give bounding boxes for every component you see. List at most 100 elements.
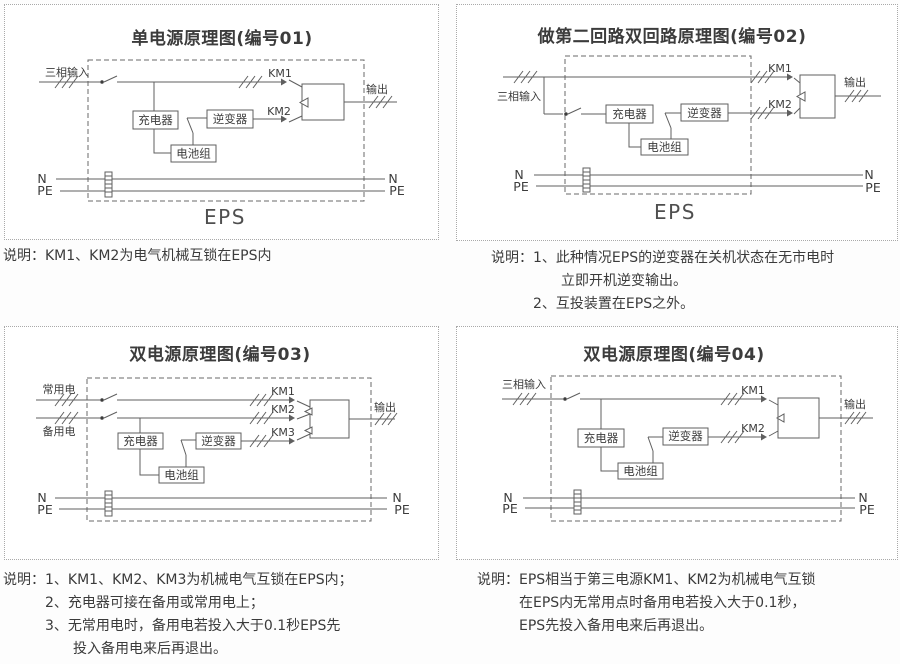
note-panel-03: 说明： 1、KM1、KM2、KM3为机械电气互锁在EPS内； 2、充电器可接在备… <box>3 569 353 661</box>
output-phase-mark <box>844 411 867 425</box>
panel-dual-loop-02: 做第二回路双回路原理图(编号02) 三相输入 充电器 电池组 逆变器 KM1 <box>456 4 898 241</box>
km2-phase-mark <box>249 411 274 425</box>
eps-label: EPS <box>204 205 246 229</box>
panel-title: 双电源原理图(编号03) <box>129 344 310 365</box>
note-line: 3、无常用电时，备用电若投入大于0.1秒EPS先 <box>45 618 341 634</box>
contactor-marker <box>795 91 806 102</box>
km2-arrow <box>281 115 287 123</box>
battery-switch-line <box>186 117 207 145</box>
charger-label: 充电器 <box>123 434 158 448</box>
km1-contact-blade <box>793 77 801 84</box>
note-prefix: 说明： <box>3 572 45 588</box>
note-line: EPS相当于第三电源KM1、KM2为机械电气互锁 <box>519 572 816 588</box>
n-label-left: N <box>37 490 46 505</box>
note-line: 在EPS内无常用点时备用电若投入大于0.1秒， <box>519 595 806 611</box>
circuit-diagram-02: 做第二回路双回路原理图(编号02) 三相输入 充电器 电池组 逆变器 KM1 <box>497 26 881 224</box>
contactor-marker <box>298 97 309 108</box>
eps-boundary-box <box>564 55 752 195</box>
km2-contact-blade <box>768 430 779 437</box>
backup-phase-mark <box>54 411 79 425</box>
inverter-label: 逆变器 <box>687 106 722 120</box>
n-label-right: N <box>392 490 401 505</box>
battery-box <box>617 462 664 480</box>
three-phase-mark <box>512 392 537 406</box>
circuit-diagram-01: 单电源原理图(编号01) 三相输入 KM1 充电器 电池组 逆变器 <box>37 28 405 229</box>
km1-arrow <box>761 395 767 403</box>
output-phase-mark <box>368 95 393 109</box>
km1-contact-blade <box>768 399 779 406</box>
inverter-label: 逆变器 <box>668 429 703 443</box>
km2-line <box>103 411 289 419</box>
n-label-left: N <box>503 490 512 505</box>
eps-boundary-box <box>550 375 842 522</box>
note-line: 1、KM1、KM2、KM3为机械电气互锁在EPS内； <box>45 572 353 588</box>
km2-arrow <box>787 109 793 117</box>
battery-box <box>640 138 689 156</box>
output-phase-mark <box>844 89 869 103</box>
battery-label: 电池组 <box>164 468 199 482</box>
battery-label: 电池组 <box>176 147 211 161</box>
pe-label-right: PE <box>865 180 881 195</box>
circuit-diagram-04: 双电源原理图(编号04) 三相输入 KM1 充电器 电池组 逆变器 <box>502 344 875 522</box>
eps-boundary-box <box>86 377 372 522</box>
backup-supply-label: 备用电 <box>43 424 76 438</box>
switch-and-km1-line <box>103 75 281 83</box>
inverter-label: 逆变器 <box>201 434 236 448</box>
km2-label: KM2 <box>768 98 792 111</box>
km1-phase-mark <box>720 392 745 406</box>
note-panel-04: 说明： EPS相当于第三电源KM1、KM2为机械电气互锁 在EPS内无常用点时备… <box>477 569 816 638</box>
km2-contact-blade <box>793 107 801 115</box>
three-phase-input-label: 三相输入 <box>45 65 89 79</box>
battery-label: 电池组 <box>623 464 658 478</box>
km1-contact-blade <box>288 79 303 88</box>
km1-arrow <box>281 78 287 86</box>
battery-label: 电池组 <box>647 140 682 154</box>
battery-switch-line <box>664 112 681 139</box>
normal-supply-label: 常用电 <box>43 383 76 396</box>
branch-line <box>543 77 563 115</box>
pe-label-right: PE <box>394 502 410 517</box>
junction-dot <box>100 416 104 420</box>
junction-dot <box>100 80 104 84</box>
three-phase-input-label: 三相输入 <box>502 377 546 391</box>
km2-arrow <box>761 433 767 441</box>
npe-terminal-stripes <box>583 171 590 189</box>
charger-label: 充电器 <box>138 113 173 127</box>
km3-phase-mark <box>249 434 274 448</box>
pe-label-right: PE <box>389 183 405 198</box>
inverter-label: 逆变器 <box>213 112 248 126</box>
km1-arrow <box>787 73 793 81</box>
charger-battery-line <box>628 123 641 148</box>
charger-box <box>132 110 179 130</box>
km1-contact-blade <box>296 400 311 408</box>
contactor-marker-upper <box>303 407 313 416</box>
km1-phase-mark <box>238 75 263 89</box>
note-line: 2、互投装置在EPS之外。 <box>533 296 695 312</box>
note-prefix: 说明： <box>477 572 519 588</box>
panel-title: 做第二回路双回路原理图(编号02) <box>537 26 807 47</box>
pe-label-left: PE <box>502 501 518 516</box>
charger-label: 充电器 <box>584 431 619 445</box>
output-phase-mark <box>374 412 398 426</box>
km3-label: KM3 <box>271 426 295 439</box>
npe-terminal-stripes <box>105 175 112 193</box>
km2-label: KM2 <box>741 422 765 435</box>
panel-single-supply-01: 单电源原理图(编号01) 三相输入 KM1 充电器 电池组 逆变器 <box>4 4 439 240</box>
charger-battery-line <box>139 449 159 476</box>
junction-dot <box>563 397 567 401</box>
km2-contact-blade <box>296 413 311 420</box>
km2-phase-mark <box>750 106 775 120</box>
km2-label: KM2 <box>271 403 295 416</box>
km2-arrow <box>289 414 295 422</box>
km3-contact-blade <box>296 433 311 441</box>
km2-contact-blade <box>288 115 303 123</box>
output-label: 输出 <box>366 82 388 96</box>
panel-title: 双电源原理图(编号04) <box>583 344 764 365</box>
km1-label: KM1 <box>268 67 292 80</box>
charger-label: 充电器 <box>612 107 647 121</box>
npe-terminal-stripes <box>574 493 581 511</box>
normal-phase-mark <box>54 393 79 407</box>
note-line: KM1、KM2为电气机械互锁在EPS内 <box>45 248 272 264</box>
n-label-left: N <box>37 171 46 186</box>
